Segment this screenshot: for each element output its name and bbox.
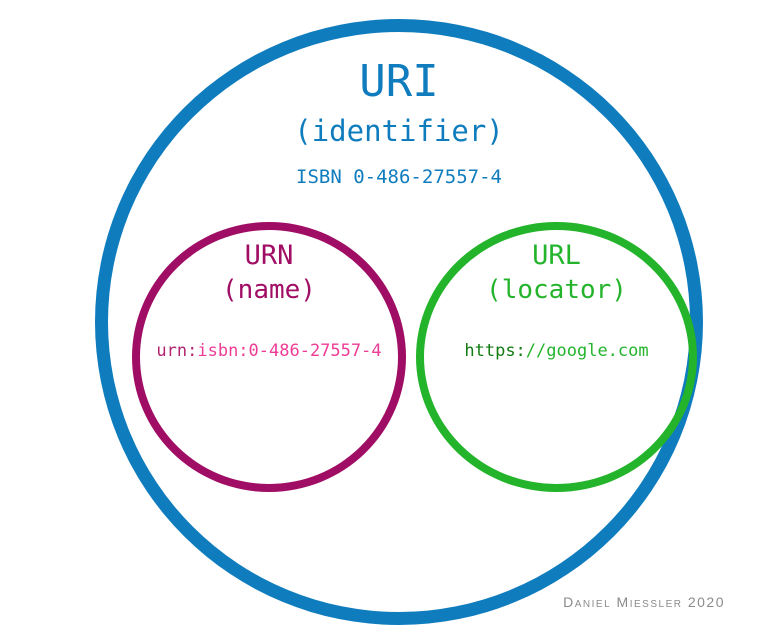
urn-subtitle: (name) — [222, 275, 316, 305]
urn-example-rest: isbn:0-486-27557-4 — [197, 341, 382, 361]
uri-title: URI — [359, 56, 439, 107]
url-example-rest: //google.com — [525, 341, 649, 361]
urn-example-scheme: urn: — [156, 341, 198, 361]
url-title: URL — [532, 240, 581, 271]
uri-example-isbn: ISBN 0-486-27557-4 — [296, 166, 502, 188]
urn-example-uri: urn:isbn:0-486-27557-4 — [112, 341, 426, 361]
url-circle — [416, 222, 697, 492]
urn-title: URN — [244, 240, 294, 271]
url-example-address: https://google.com — [406, 341, 707, 361]
urn-circle — [132, 222, 406, 492]
url-example-scheme: https: — [464, 341, 526, 361]
url-subtitle: (locator) — [486, 275, 627, 305]
uri-subtitle: (identifier) — [294, 114, 504, 148]
attribution-text: Daniel Miessler 2020 — [563, 594, 725, 610]
